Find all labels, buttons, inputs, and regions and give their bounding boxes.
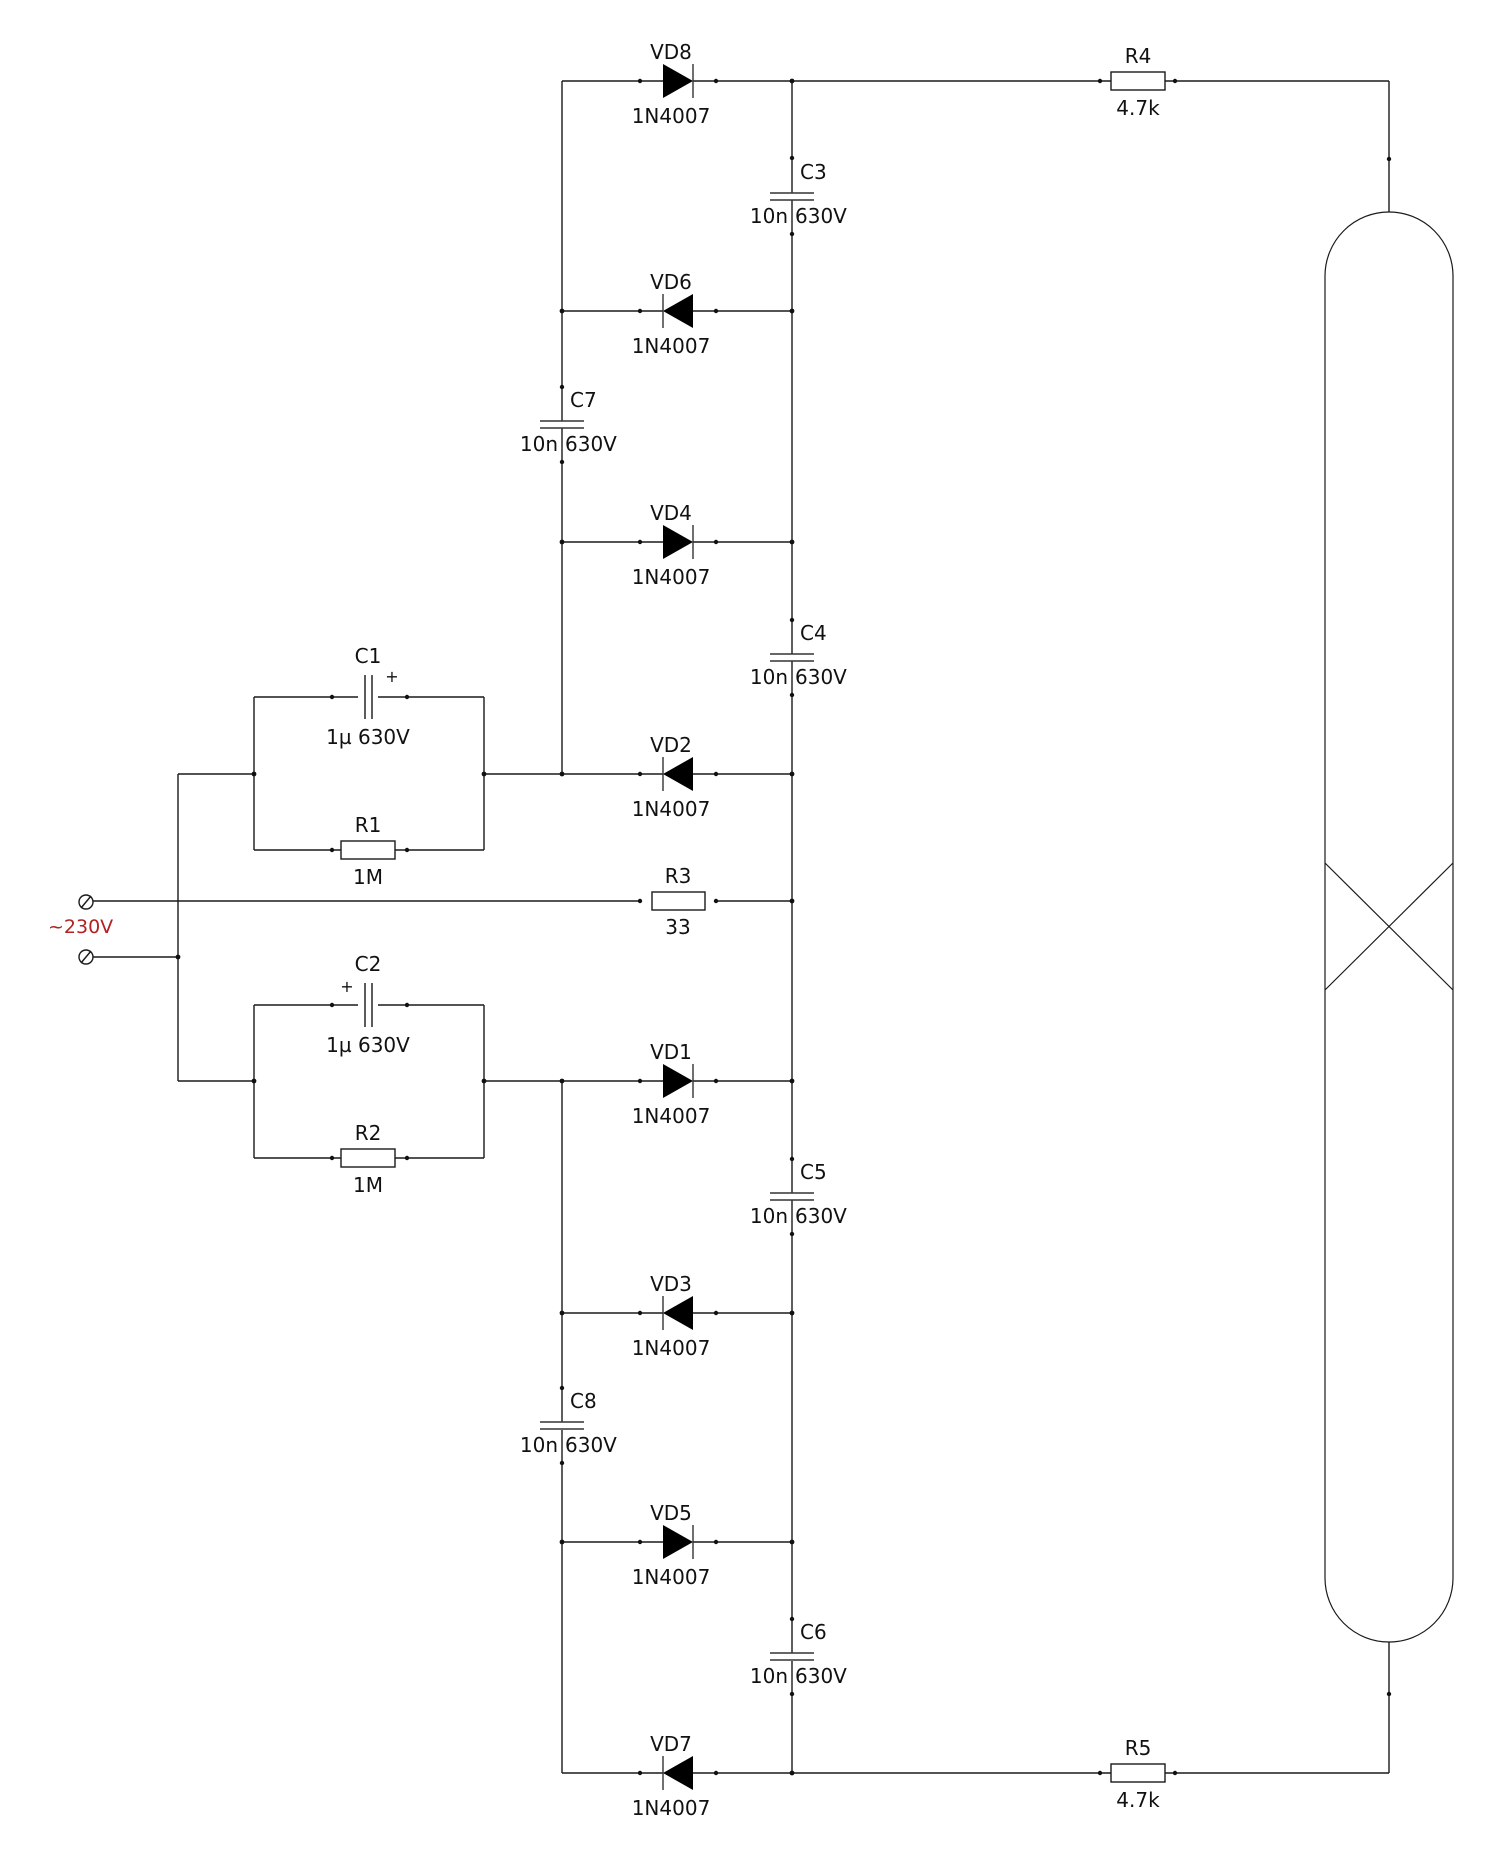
capacitor-voltage: 630V: [565, 1433, 617, 1457]
input-terminal-top[interactable]: [78, 894, 94, 910]
resistor-r3[interactable]: R3 33: [651, 864, 706, 939]
r5-value: 4.7k: [1116, 1788, 1160, 1812]
diode-anode-triangle: [663, 1525, 693, 1559]
capacitor-c8[interactable]: C8 10n 630V: [520, 1389, 617, 1457]
capacitor-voltage: 630V: [795, 1664, 847, 1688]
r4-ref: R4: [1125, 44, 1152, 68]
r3-value: 33: [665, 915, 690, 939]
discharge-lamp[interactable]: [1324, 211, 1454, 1643]
c2-polarity: +: [340, 977, 353, 996]
wires: [93, 80, 1390, 1774]
capacitor-capacitance: 10n: [520, 432, 558, 456]
diodes: VD81N4007VD61N4007VD41N4007VD21N4007VD11…: [632, 40, 711, 1820]
diode-ref: VD1: [650, 1040, 692, 1064]
capacitor-voltage: 630V: [565, 432, 617, 456]
resistor-r4[interactable]: R4 4.7k: [1110, 44, 1166, 120]
r1-value: 1M: [353, 865, 383, 889]
diode-anode-triangle: [663, 294, 693, 328]
diode-part: 1N4007: [632, 1104, 711, 1128]
capacitor-c3[interactable]: C3 10n 630V: [750, 160, 847, 228]
diode-ref: VD7: [650, 1732, 692, 1756]
diode-vd7[interactable]: VD7 1N4007: [632, 1732, 711, 1820]
multiplier-capacitors: C3 10n 630V C4 10n 630V C5 10n 630V C6 10n 630V C7 10…: [520, 160, 847, 1688]
r2-value: 1M: [353, 1173, 383, 1197]
capacitor-capacitance: 10n: [750, 665, 788, 689]
diode-ref: VD2: [650, 733, 692, 757]
capacitor-voltage: 630V: [795, 1204, 847, 1228]
diode-anode-triangle: [663, 1064, 693, 1098]
diode-part: 1N4007: [632, 334, 711, 358]
capacitor-capacitance: 10n: [750, 1204, 788, 1228]
c2-value: 1µ 630V: [326, 1033, 410, 1057]
diode-part: 1N4007: [632, 1336, 711, 1360]
diode-part: 1N4007: [632, 104, 711, 128]
diode-anode-triangle: [663, 757, 693, 791]
input-terminal-bottom[interactable]: [78, 949, 94, 965]
diode-part: 1N4007: [632, 797, 711, 821]
capacitor-ref: C4: [800, 621, 827, 645]
c2-ref: C2: [355, 952, 382, 976]
diode-anode-triangle: [663, 525, 693, 559]
diode-part: 1N4007: [632, 1796, 711, 1820]
capacitor-ref: C3: [800, 160, 827, 184]
capacitor-capacitance: 10n: [750, 204, 788, 228]
capacitor-capacitance: 10n: [750, 1664, 788, 1688]
junction-dots: [175, 78, 1392, 1776]
diode-anode-triangle: [663, 1296, 693, 1330]
capacitor-c7[interactable]: C7 10n 630V: [520, 388, 617, 456]
capacitor-c4[interactable]: C4 10n 630V: [750, 621, 847, 689]
resistor-r1[interactable]: R1 1M: [340, 813, 396, 889]
diode-ref: VD6: [650, 270, 692, 294]
diode-ref: VD8: [650, 40, 692, 64]
diode-ref: VD5: [650, 1501, 692, 1525]
capacitor-capacitance: 10n: [520, 1433, 558, 1457]
capacitor-ref: C8: [570, 1389, 597, 1413]
diode-ref: VD3: [650, 1272, 692, 1296]
diode-vd3[interactable]: VD3 1N4007: [632, 1272, 711, 1360]
capacitor-c1[interactable]: C1 + 1µ 630V: [326, 644, 410, 749]
diode-vd2[interactable]: VD2 1N4007: [632, 733, 711, 821]
capacitor-c2[interactable]: C2 + 1µ 630V: [326, 952, 410, 1057]
diode-vd4[interactable]: VD4 1N4007: [632, 501, 711, 589]
diode-ref: VD4: [650, 501, 692, 525]
r2-ref: R2: [355, 1121, 382, 1145]
capacitor-c6[interactable]: C6 10n 630V: [750, 1620, 847, 1688]
diode-vd6[interactable]: VD6 1N4007: [632, 270, 711, 358]
capacitor-ref: C7: [570, 388, 597, 412]
diode-vd1[interactable]: VD1 1N4007: [632, 1040, 711, 1128]
capacitor-voltage: 630V: [795, 665, 847, 689]
c1-value: 1µ 630V: [326, 725, 410, 749]
diode-vd5[interactable]: VD5 1N4007: [632, 1501, 711, 1589]
r3-ref: R3: [665, 864, 692, 888]
diode-anode-triangle: [663, 64, 693, 98]
diode-vd8[interactable]: VD8 1N4007: [632, 40, 711, 128]
capacitor-ref: C6: [800, 1620, 827, 1644]
r1-ref: R1: [355, 813, 382, 837]
r4-value: 4.7k: [1116, 96, 1160, 120]
resistor-r2[interactable]: R2 1M: [340, 1121, 396, 1197]
resistor-r5[interactable]: R5 4.7k: [1110, 1736, 1166, 1812]
diode-part: 1N4007: [632, 1565, 711, 1589]
diode-anode-triangle: [663, 1756, 693, 1790]
c1-polarity: +: [385, 667, 398, 686]
capacitor-voltage: 630V: [795, 204, 847, 228]
capacitor-c5[interactable]: C5 10n 630V: [750, 1160, 847, 1228]
r5-ref: R5: [1125, 1736, 1152, 1760]
capacitor-ref: C5: [800, 1160, 827, 1184]
source-voltage-label: ~230V: [48, 916, 113, 938]
c1-ref: C1: [355, 644, 382, 668]
diode-part: 1N4007: [632, 565, 711, 589]
